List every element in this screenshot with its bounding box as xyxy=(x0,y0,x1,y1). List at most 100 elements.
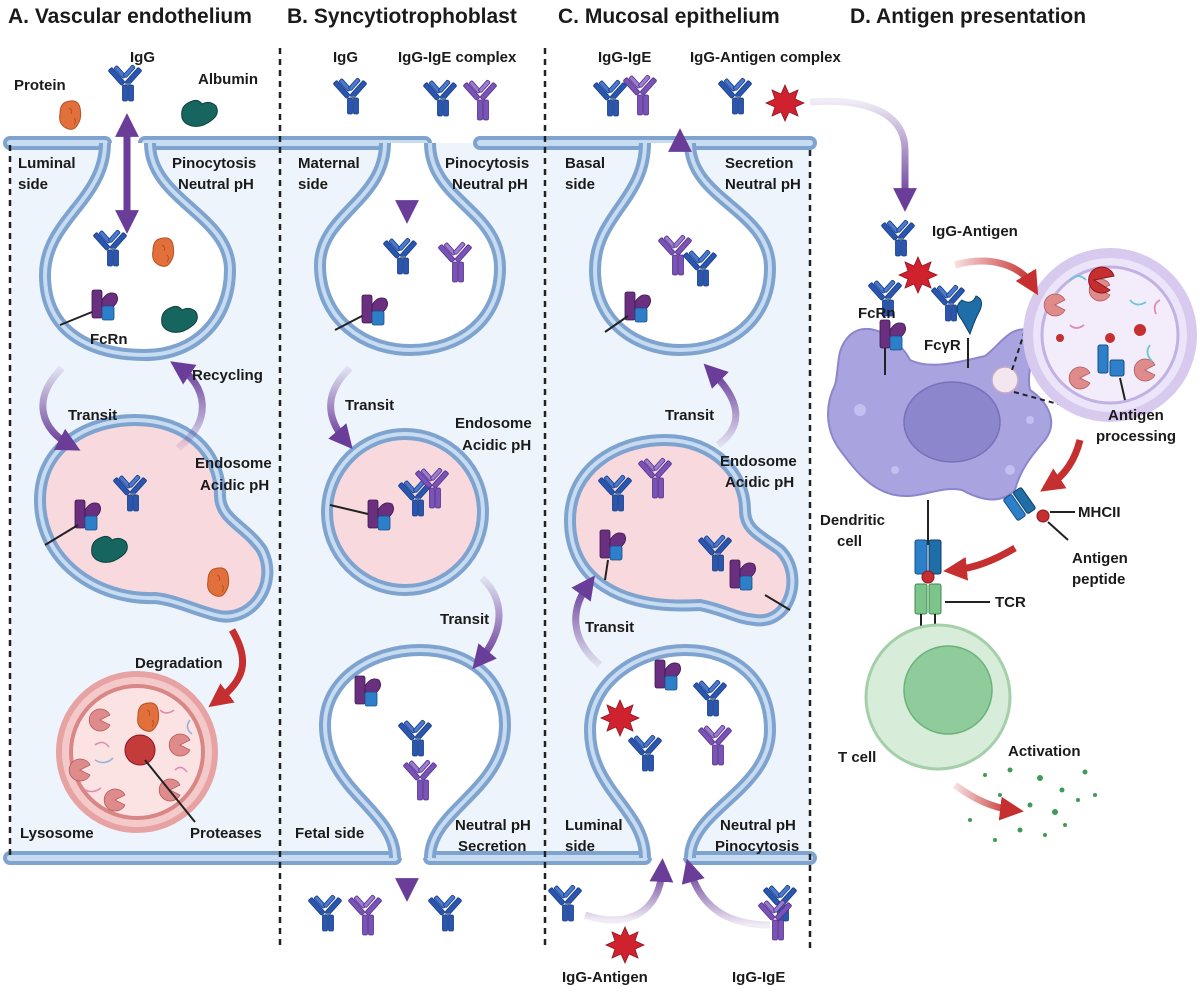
proteases-label: Proteases xyxy=(190,825,262,842)
igg-antigen-label: IgG-Antigen xyxy=(932,223,1018,240)
igg-ige-label: IgG-IgE xyxy=(732,969,785,986)
antigen-peptide-label: Antigen xyxy=(1072,550,1128,567)
endosome-label: Endosome xyxy=(455,415,532,432)
t-cell-label: T cell xyxy=(838,749,876,766)
tcr-icon xyxy=(914,583,942,615)
mhcii-icon xyxy=(1003,487,1036,521)
luminal-side-label: side xyxy=(565,838,595,855)
ige-icon xyxy=(622,72,658,116)
recycling-label: Recycling xyxy=(192,367,263,384)
fcgr-receptor-icon xyxy=(956,295,982,336)
transit-label: Transit xyxy=(345,397,394,414)
secretion-label: Secretion xyxy=(458,838,526,855)
luminal-label: Luminal xyxy=(565,817,623,834)
ige-icon xyxy=(347,892,383,936)
igg-label: IgG xyxy=(333,49,358,66)
igg-label: IgG xyxy=(130,49,155,66)
basal-side-label: side xyxy=(565,176,595,193)
igg-icon xyxy=(880,217,916,257)
panel-b-title: B. Syncytiotrophoblast xyxy=(287,5,517,28)
dendritic-cell-label-2: cell xyxy=(837,533,862,550)
neutral-ph-label: Neutral pH xyxy=(720,817,796,834)
igg-icon xyxy=(547,882,583,922)
degradation-arrow xyxy=(208,628,247,708)
albumin-label: Albumin xyxy=(198,71,258,88)
transit-label: Transit xyxy=(440,611,489,628)
transit-arrow-b1 xyxy=(327,365,353,450)
igg-icon xyxy=(307,892,343,932)
internalization-arrow xyxy=(954,257,1039,296)
protein-icon xyxy=(59,100,82,130)
uptake-arrow-c1 xyxy=(583,858,674,924)
igg-icon xyxy=(427,892,463,932)
fcgr-label: FcγR xyxy=(924,337,961,354)
neutral-ph-label: Neutral pH xyxy=(455,817,531,834)
luminal-label: Luminal xyxy=(18,155,76,172)
transit-arrow-c2 xyxy=(571,575,603,668)
transfer-arrow-cd xyxy=(809,97,917,212)
protein-vesicle-icon xyxy=(152,237,175,267)
transit-arrow-b2 xyxy=(472,575,503,670)
panel-d: D. Antigen presentation IgG-Antigen FcRn… xyxy=(809,5,1197,842)
igg-icon xyxy=(592,77,628,117)
acidic-ph-label: Acidic pH xyxy=(200,477,269,494)
transit-label: Transit xyxy=(68,407,117,424)
transit-label: Transit xyxy=(585,619,634,636)
transit-label: Transit xyxy=(665,407,714,424)
maternal-label: Maternal xyxy=(298,155,360,172)
cytokine-dots xyxy=(968,767,1097,842)
protein-endosome-icon xyxy=(207,567,230,597)
igg-icon xyxy=(332,75,368,115)
uptake-arrow-c2 xyxy=(681,858,771,929)
mhcii-label: MHCII xyxy=(1078,504,1121,521)
panel-d-title: D. Antigen presentation xyxy=(850,5,1086,28)
panel-a-title: A. Vascular endothelium xyxy=(8,5,252,28)
neutral-ph-label: Neutral pH xyxy=(452,176,528,193)
activation-label: Activation xyxy=(1008,743,1081,760)
albumin-icon xyxy=(181,99,218,127)
panel-dividers xyxy=(8,48,812,950)
endosome-label: Endosome xyxy=(195,455,272,472)
pinocytosis-label: Pinocytosis xyxy=(172,155,256,172)
processing-arrow xyxy=(1040,439,1084,492)
degradation-label: Degradation xyxy=(135,655,223,672)
activation-arrow xyxy=(952,782,1024,821)
acidic-ph-label: Acidic pH xyxy=(462,437,531,454)
antigen-icon xyxy=(765,84,805,122)
panel-b: B. Syncytiotrophoblast IgG IgG-IgE compl… xyxy=(287,5,532,936)
maternal-side-label: side xyxy=(298,176,328,193)
ige-icon xyxy=(462,77,498,121)
igg-antigen-complex-label: IgG-Antigen complex xyxy=(690,49,842,66)
igg-icon xyxy=(717,75,753,115)
igg-icon xyxy=(107,62,143,102)
fetal-side-label: Fetal side xyxy=(295,825,364,842)
antigen-peptide-label-2: peptide xyxy=(1072,571,1125,588)
neutral-ph-label: Neutral pH xyxy=(178,176,254,193)
antigen-processing-label-2: processing xyxy=(1096,428,1176,445)
endosome-label: Endosome xyxy=(720,453,797,470)
acidic-ph-label: Acidic pH xyxy=(725,474,794,491)
antigen-processing-label: Antigen xyxy=(1108,407,1164,424)
transit-arrow-c1 xyxy=(703,363,740,448)
fcrn-label: FcRn xyxy=(858,305,896,322)
panel-c: C. Mucosal epithelium IgG-IgE IgG-Antige… xyxy=(547,5,842,986)
dendritic-nucleus xyxy=(903,381,1001,463)
protein-lysosome-icon xyxy=(137,702,160,732)
pinocytosis-label: Pinocytosis xyxy=(715,838,799,855)
secretion-label: Secretion xyxy=(725,155,793,172)
igg-antigen-label: IgG-Antigen xyxy=(562,969,648,986)
antigen-icon xyxy=(898,256,938,294)
basal-label: Basal xyxy=(565,155,605,172)
igg-ige-label: IgG-IgE complex xyxy=(398,49,517,66)
lysosome-label: Lysosome xyxy=(20,825,94,842)
tcr-label: TCR xyxy=(995,594,1026,611)
igg-ige-label: IgG-IgE xyxy=(598,49,651,66)
dendritic-cell-label: Dendritic xyxy=(820,512,885,529)
fcrn-receptor-icon xyxy=(879,319,906,351)
luminal-side-label: side xyxy=(18,176,48,193)
transit-arrow-a xyxy=(39,365,81,451)
presentation-arrow xyxy=(943,544,1017,581)
antigen-icon xyxy=(605,926,645,964)
pinocytosis-label: Pinocytosis xyxy=(445,155,529,172)
